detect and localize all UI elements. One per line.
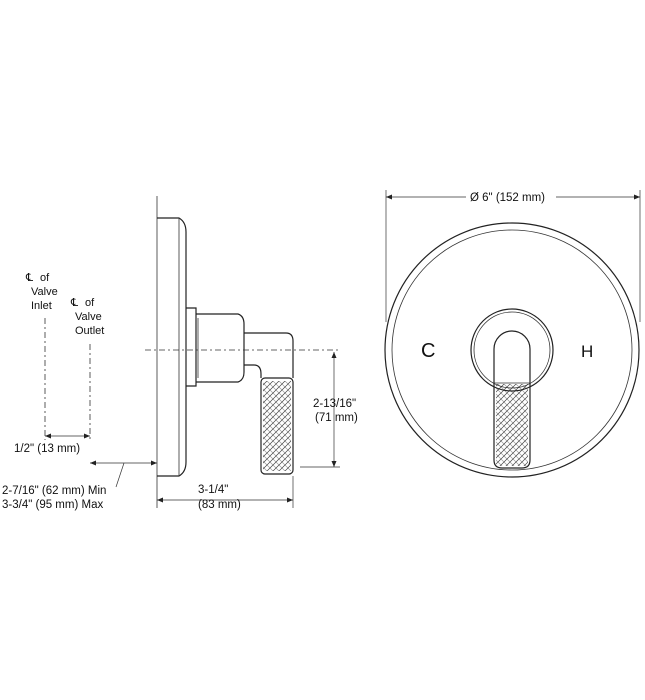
svg-text:(71 mm): (71 mm) bbox=[315, 412, 358, 424]
handle-arm bbox=[244, 332, 294, 378]
svg-text:1/2" (13 mm): 1/2" (13 mm) bbox=[14, 443, 80, 455]
svg-text:of: of bbox=[85, 297, 95, 309]
escutcheon-plate bbox=[157, 217, 187, 477]
svg-text:of: of bbox=[40, 272, 50, 284]
front-view: Ø 6" (152 mm) C H bbox=[384, 190, 641, 478]
valve-hub bbox=[186, 307, 197, 387]
dimension-handle: 2-13/16" (71 mm) bbox=[300, 352, 358, 468]
dimension-depth: 2-7/16" (62 mm) Min 3-3/4" (95 mm) Max bbox=[2, 460, 157, 511]
dimension-diameter: Ø 6" (152 mm) bbox=[385, 190, 641, 322]
svg-text:Valve: Valve bbox=[75, 311, 102, 323]
escutcheon-inner bbox=[391, 229, 633, 471]
dimension-half-inch: 1/2" (13 mm) bbox=[14, 433, 90, 455]
hub-outer bbox=[470, 308, 554, 392]
svg-text:Outlet: Outlet bbox=[75, 325, 104, 337]
dimension-projection: 3-1/4" (83 mm) bbox=[157, 476, 294, 511]
svg-text:(83 mm): (83 mm) bbox=[198, 499, 241, 511]
cold-symbol: C bbox=[421, 340, 435, 362]
svg-text:2-7/16" (62 mm) Min: 2-7/16" (62 mm) Min bbox=[2, 485, 106, 497]
escutcheon-outer bbox=[384, 222, 640, 478]
svg-text:Ø 6" (152 mm): Ø 6" (152 mm) bbox=[470, 192, 545, 204]
centerline-inlet-label: ℄ of Valve Inlet bbox=[25, 272, 58, 312]
centerline-outlet-label: ℄ of Valve Outlet bbox=[70, 297, 104, 337]
side-view: ℄ of Valve Inlet ℄ of Valve Outlet 1/2" … bbox=[2, 196, 358, 511]
handle-lever-front bbox=[493, 330, 531, 469]
svg-text:2-13/16": 2-13/16" bbox=[313, 398, 356, 410]
centerline-symbol: ℄ bbox=[70, 297, 78, 309]
svg-text:Valve: Valve bbox=[31, 286, 58, 298]
centerline-symbol: ℄ bbox=[25, 272, 33, 284]
hot-symbol: H bbox=[581, 342, 593, 361]
knurled-handle bbox=[260, 377, 294, 475]
svg-text:3-3/4" (95 mm) Max: 3-3/4" (95 mm) Max bbox=[2, 499, 103, 511]
svg-text:Inlet: Inlet bbox=[31, 300, 52, 312]
svg-text:3-1/4": 3-1/4" bbox=[198, 484, 228, 496]
